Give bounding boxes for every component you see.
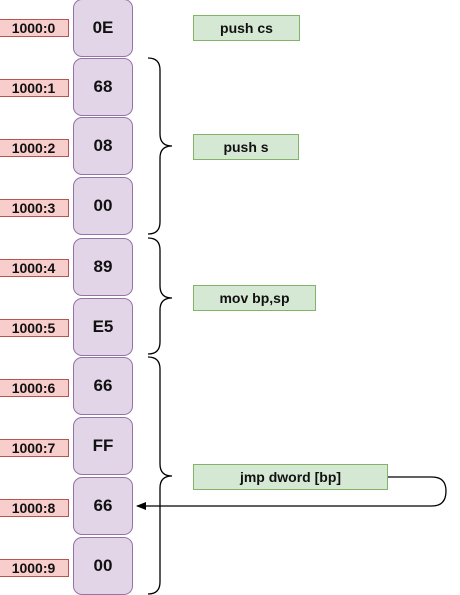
byte-cell: 00 [73,177,133,235]
address-label: 1000:5 [0,319,69,337]
bracket-mov-bp-sp [147,237,173,355]
address-label: 1000:3 [0,199,69,217]
instruction-push-s: push s [193,134,299,160]
instruction-jmp-dword: jmp dword [bp] [193,464,388,490]
byte-cell: 0E [73,0,133,57]
byte-cell: 66 [73,357,133,415]
byte-cell: 08 [73,117,133,175]
bracket-push-s [147,57,173,235]
address-label: 1000:1 [0,79,69,97]
address-label: 1000:2 [0,139,69,157]
instruction-mov-bp-sp: mov bp,sp [193,285,316,311]
byte-cell: 66 [73,477,133,535]
address-label: 1000:4 [0,259,69,277]
instruction-push-cs: push cs [193,15,300,41]
bracket-jmp-dword [147,356,173,595]
byte-cell: 00 [73,537,133,595]
jump-arrow [136,476,447,510]
byte-cell: FF [73,417,133,475]
address-label: 1000:8 [0,499,69,517]
byte-cell: 68 [73,58,133,116]
address-label: 1000:7 [0,439,69,457]
address-label: 1000:9 [0,559,69,577]
address-label: 1000:6 [0,379,69,397]
byte-cell: E5 [73,298,133,356]
byte-cell: 89 [73,238,133,296]
address-label: 1000:0 [0,19,69,37]
